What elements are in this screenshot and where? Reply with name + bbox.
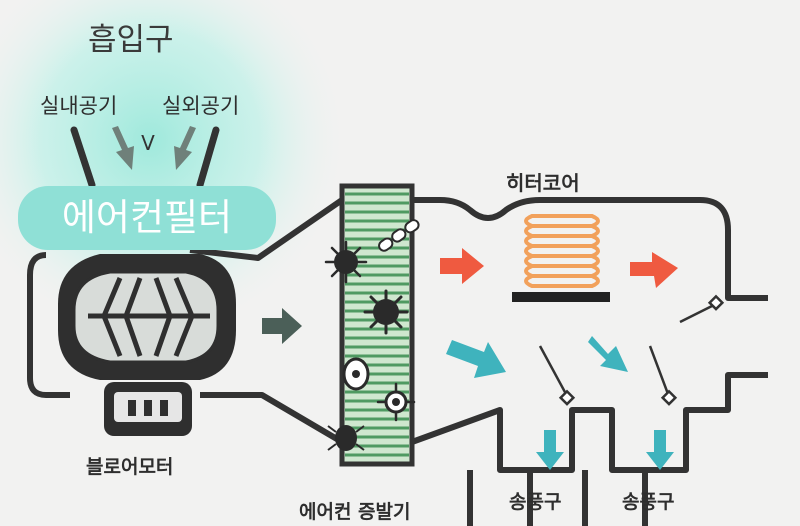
- damper-flap-icon: [648, 345, 678, 406]
- vent-label-2: 송풍구: [622, 491, 675, 513]
- hot-air-arrow: [630, 252, 678, 288]
- intake-right-wall: [196, 126, 220, 189]
- air-filter-badge: 에어컨필터: [18, 186, 276, 250]
- duct-outline: [27, 197, 768, 526]
- indoor-air-label: 실내공기: [40, 94, 118, 118]
- damper-flap-icon: [679, 294, 725, 324]
- outdoor-air-arrow: [174, 126, 196, 170]
- blower-housing-left: [27, 252, 70, 398]
- intake-left-wall: [70, 126, 96, 189]
- evaporator-icon: [324, 183, 420, 467]
- bacteria-icon: [378, 219, 420, 252]
- damper-flap-icon: [538, 345, 576, 406]
- blower-motor-label: 블로어모터: [86, 456, 174, 478]
- duct-upper-wall: [189, 197, 768, 301]
- intake-title: 흡입구: [88, 22, 174, 58]
- germ-icon: [376, 382, 416, 422]
- germ-icon: [324, 240, 368, 284]
- germ-icon: [363, 289, 409, 335]
- airflow-arrow: [262, 308, 302, 344]
- heater-coil-icon: [512, 214, 610, 302]
- cold-air-arrow: [536, 430, 564, 470]
- valve-mark: V: [141, 131, 155, 155]
- intake-arrows: V: [112, 126, 196, 170]
- blower-fan-icon: [58, 254, 236, 380]
- duct-lower-right: [410, 372, 768, 473]
- hot-air-arrow: [440, 248, 484, 284]
- cold-air-arrow: [588, 336, 628, 372]
- mite-icon: [327, 425, 365, 451]
- duct-lower-left: [200, 392, 344, 445]
- cold-air-arrow: [646, 430, 674, 470]
- evaporator-label: 에어컨 증발기: [299, 501, 411, 523]
- cold-air-arrow: [446, 340, 506, 378]
- air-filter-label: 에어컨필터: [61, 196, 233, 239]
- indoor-air-arrow: [112, 126, 134, 170]
- outdoor-air-label: 실외공기: [162, 94, 240, 118]
- blower-motor-icon: [104, 382, 192, 436]
- vent-label-1: 송풍구: [509, 491, 562, 513]
- heater-core-label: 히터코어: [506, 171, 580, 195]
- mite-icon: [342, 357, 370, 391]
- heater-coil-loop: [524, 274, 600, 288]
- intake-duct: [70, 126, 220, 189]
